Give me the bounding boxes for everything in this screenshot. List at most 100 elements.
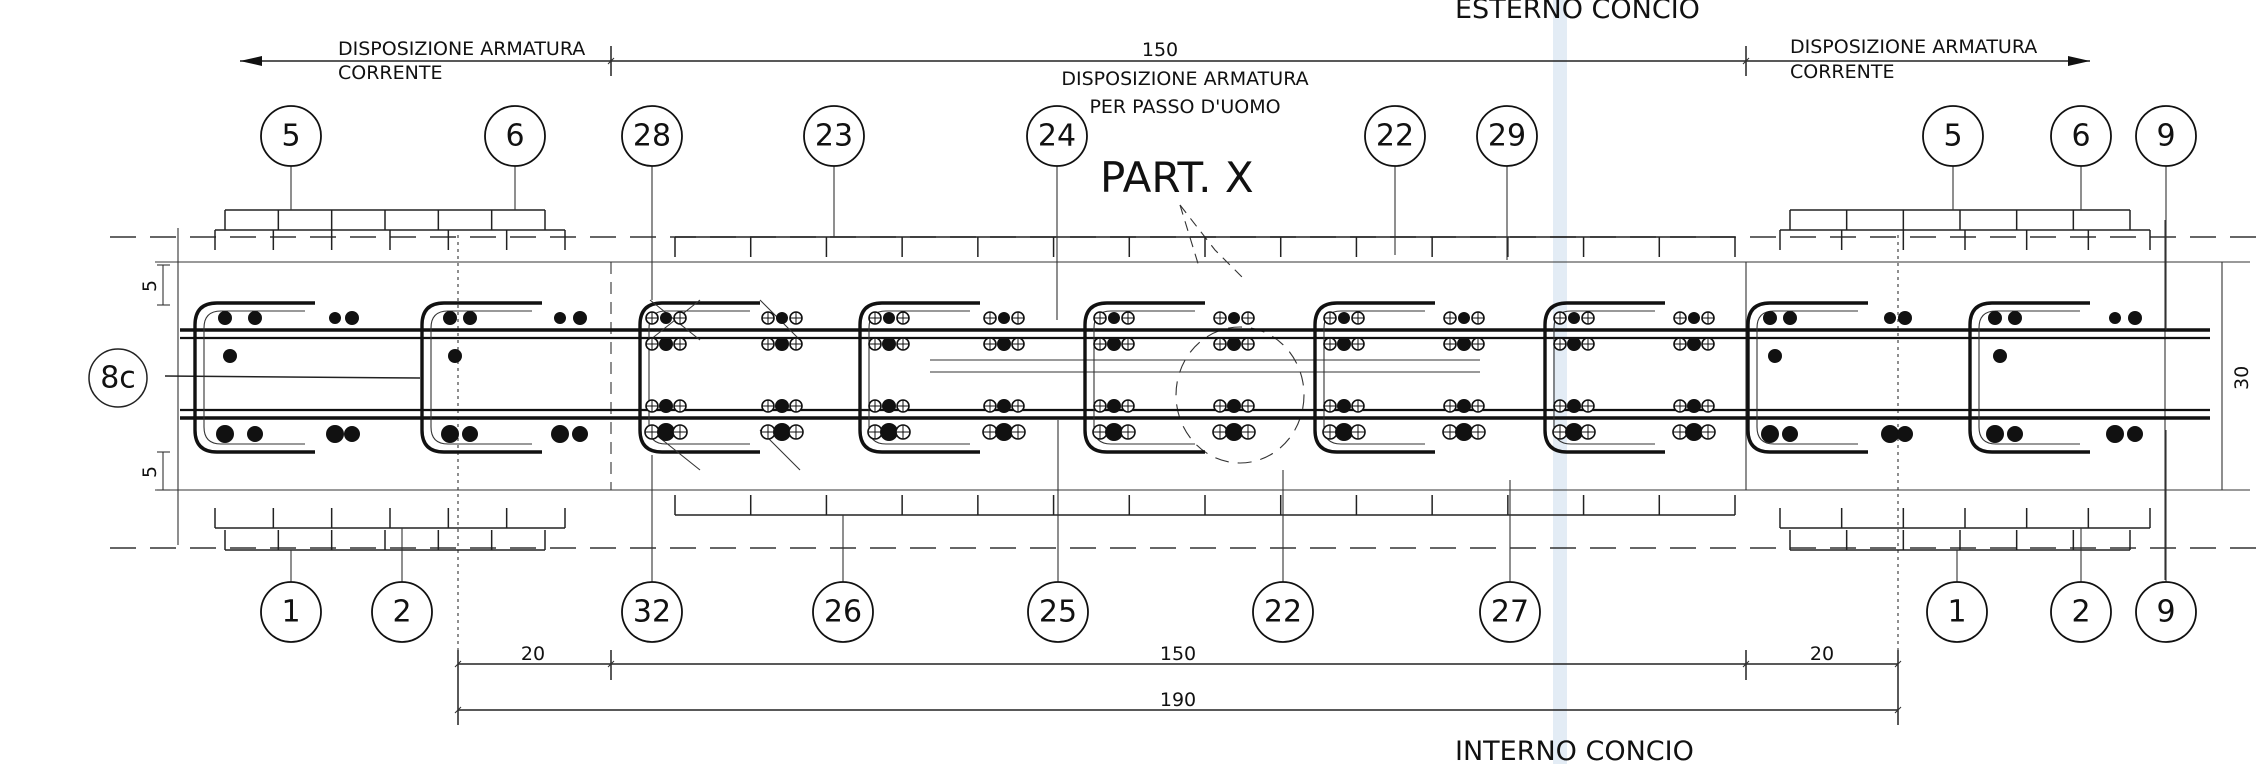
rebar-dot [1993,349,2007,363]
rebar-dot [329,312,341,324]
height-dim [2205,261,2240,491]
stirrup [420,301,542,454]
stirrup-inner [868,310,970,445]
rebar-dot [2008,311,2022,325]
rebar-dot [1107,337,1121,351]
rebar-dot [1783,311,1797,325]
stirrup-inner [430,310,532,445]
stirrup [1746,301,1868,454]
rebar-dot [1687,337,1701,351]
rebar-dot [2007,426,2023,442]
rebar-dot [248,311,262,325]
stirrup [1543,301,1665,454]
bubble-bottom [1926,581,1988,643]
rebar-dot [448,349,462,363]
rebar-dots [216,311,2143,443]
stirrup-inner [1323,310,1425,445]
rebar-dot [463,311,477,325]
rebar-dot [216,425,234,443]
rebar-dot [344,426,360,442]
scan-band [1553,0,1567,764]
stirrup-inner [1553,310,1655,445]
rebar-dot [1685,423,1703,441]
bubble-bottom-label: 2 [392,595,411,630]
bubble-top-label: 5 [1943,119,1962,154]
rebar-dot [1768,349,1782,363]
rebar-dot [776,312,788,324]
rebar-dot [2109,312,2121,324]
bubble-bottom [621,581,683,643]
stirrup [1313,301,1435,454]
rebar-dot [1337,399,1351,413]
rebar-dot [443,311,457,325]
stirrup-inner [648,310,750,445]
rebar-dot [883,312,895,324]
rebar-dot [1688,312,1700,324]
rebar-dot [997,399,1011,413]
rebar-dot [660,312,672,324]
rebar-dot [1108,312,1120,324]
bubble-bottom-label: 22 [1264,595,1302,630]
rebar-dot [1567,399,1581,413]
bubble-top [1922,105,1984,167]
rebar-dot [1455,423,1473,441]
rebar-dot [1228,312,1240,324]
rebar-dot [995,423,1013,441]
bubble-top-label: 5 [281,119,300,154]
rebar-dot [775,337,789,351]
rebar-dot [1457,399,1471,413]
rebar-dot [1225,423,1243,441]
bottom-total-value: 190 [1160,689,1196,711]
bubble-top-label: 28 [633,119,671,154]
bottom-dimensions [454,650,1902,725]
bubble-bottom [371,581,433,643]
left-note-line-1: DISPOSIZIONE ARMATURA [338,38,585,60]
bottom-left-value: 20 [521,643,545,665]
bubble-top-label: 6 [2071,119,2090,154]
cover-dims [157,264,170,491]
bar-brackets [214,209,2151,551]
rebar-dot [223,349,237,363]
rebar-dot [1567,337,1581,351]
cover-bottom-value: 5 [139,466,161,478]
rebar-dot [1568,312,1580,324]
rebar-dot [2128,311,2142,325]
part-x-leader [1175,204,1305,464]
bubble-bottom-label: 2 [2071,595,2090,630]
rebar-dot [1337,337,1351,351]
bubble-top-label: 22 [1376,119,1414,154]
bubble-bottom [1252,581,1314,643]
bubble-bottom [2050,581,2112,643]
bubble-bottom-label: 25 [1039,595,1077,630]
bubble-top-label: 6 [505,119,524,154]
bubble-top [2135,105,2197,167]
stirrup [858,301,980,454]
bubble-top [621,105,683,167]
bubble-bottom-label: 27 [1491,595,1529,630]
rebar-dot [2106,425,2124,443]
bubble-top-label: 9 [2156,119,2175,154]
rebar-dot [1227,399,1241,413]
rebar-dot [659,337,673,351]
rebar-dot [1687,399,1701,413]
stirrup-inner [203,310,305,445]
rebar-dot [1761,425,1779,443]
rebar-dot [1884,312,1896,324]
rebar-dot [880,423,898,441]
rebar-dot [572,426,588,442]
stirrup [1083,301,1205,454]
rebar-dot [1881,425,1899,443]
rebar-dot [1338,312,1350,324]
rebar-dot [657,423,675,441]
top-dimension [240,46,2090,76]
rebar-dot [247,426,263,442]
bottom-center-value: 150 [1160,643,1196,665]
bubble-top [1026,105,1088,167]
top-span-value: 150 [1142,39,1178,61]
bubble-top [1476,105,1538,167]
rebar-dot [882,399,896,413]
rebar-dot [441,425,459,443]
rebar-dot [997,337,1011,351]
